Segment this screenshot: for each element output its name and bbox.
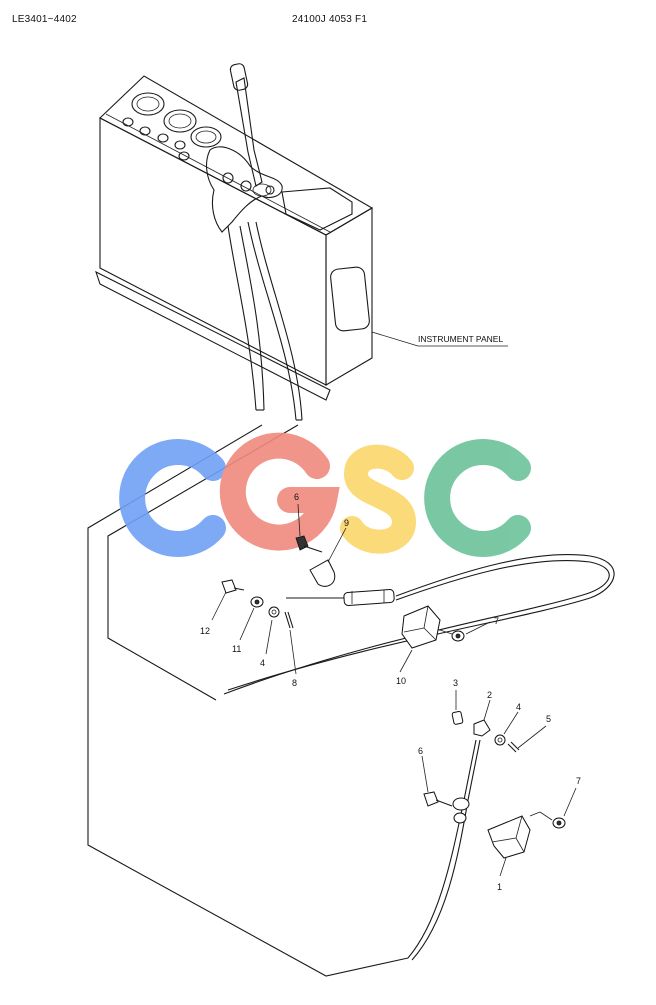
instrument-panel-label: INSTRUMENT PANEL [418,334,503,344]
instrument-panel-leader [371,331,419,347]
lower-cable-assembly [407,710,566,961]
callout-5: 5 [546,714,551,724]
grouping-frame [87,424,409,977]
drawing-number-label: 24100J 4053 F1 [292,14,368,25]
cgsc-watermark [119,432,531,557]
callout-4-lower: 4 [516,702,521,712]
callout-8: 8 [292,678,297,688]
instrument-panel [95,63,374,421]
callout-3: 3 [453,678,458,688]
callout-6-lower: 6 [418,746,423,756]
callout-11: 11 [232,644,241,654]
callout-1: 1 [497,882,502,892]
callout-7-lower: 7 [576,776,581,786]
callout-leaders [211,503,577,877]
watermark-letter-c2 [424,439,531,557]
callout-4-upper: 4 [260,658,265,668]
callout-6-upper: 6 [294,492,299,502]
callout-2: 2 [487,690,492,700]
callout-numbers: 6 9 12 11 4 8 10 7 3 2 4 5 6 7 1 [200,492,581,892]
callout-12: 12 [200,626,210,636]
watermark-letter-g [219,432,340,551]
upper-cable-assembly [221,535,615,695]
watermark-letter-c1 [119,439,226,557]
model-range-label: LE3401~4402 [12,14,77,25]
callout-10: 10 [396,676,406,686]
callout-9: 9 [344,518,349,528]
watermark-letter-s [340,444,417,554]
callout-7-upper: 7 [494,616,499,626]
